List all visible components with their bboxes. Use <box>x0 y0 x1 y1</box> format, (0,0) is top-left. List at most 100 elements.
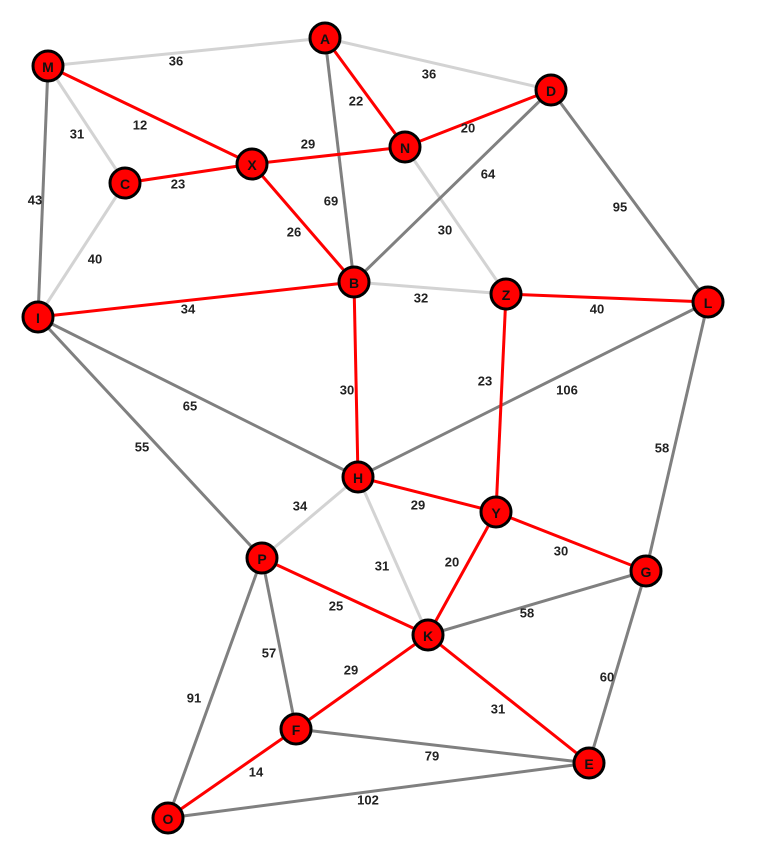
edge-Z-Y <box>494 293 508 513</box>
node-C[interactable]: C <box>108 166 142 200</box>
edge-P-F <box>260 557 298 730</box>
edge-D-L <box>549 89 710 303</box>
edge-weight-H-K: 31 <box>375 559 389 574</box>
edge-weight-N-Z: 30 <box>438 223 452 238</box>
node-label: Y <box>491 505 501 521</box>
edge-weight-Y-G: 30 <box>554 544 568 559</box>
edge-O-E <box>167 761 590 820</box>
edge-weight-B-H: 30 <box>340 383 354 398</box>
node-circle <box>479 495 513 529</box>
node-K[interactable]: K <box>411 618 445 652</box>
node-circle <box>279 712 313 746</box>
edges <box>36 36 710 820</box>
node-circle <box>245 541 279 575</box>
edge-D-B <box>352 88 553 284</box>
node-L[interactable]: L <box>691 285 725 319</box>
node-circle <box>341 460 375 494</box>
edge-weight-Y-K: 20 <box>445 555 459 570</box>
node-H[interactable]: H <box>341 460 375 494</box>
node-D[interactable]: D <box>534 73 568 107</box>
node-circle <box>411 618 445 652</box>
node-label: Z <box>502 287 511 303</box>
node-Y[interactable]: Y <box>479 495 513 529</box>
edge-N-Z <box>403 146 508 295</box>
node-label: X <box>247 157 257 173</box>
edge-weight-D-L: 95 <box>613 200 627 215</box>
edge-K-E <box>427 633 590 765</box>
node-label: H <box>353 470 363 486</box>
edge-weight-M-A: 36 <box>169 54 183 69</box>
edge-weight-I-P: 55 <box>135 440 149 455</box>
edge-I-H <box>37 315 359 479</box>
edge-weight-Z-L: 40 <box>590 302 604 317</box>
edge-Y-K <box>426 511 498 636</box>
edge-weight-A-B: 69 <box>324 194 338 209</box>
edge-H-P <box>261 475 359 560</box>
edge-F-E <box>295 727 590 765</box>
edge-weight-P-K: 25 <box>329 599 343 614</box>
node-Z[interactable]: Z <box>489 277 523 311</box>
node-label: N <box>400 140 410 156</box>
edge-Y-G <box>495 510 647 573</box>
node-F[interactable]: F <box>279 712 313 746</box>
edge-P-O <box>166 557 264 819</box>
edge-A-B <box>323 37 356 283</box>
edge-H-K <box>356 476 430 636</box>
node-circle <box>388 130 422 164</box>
edge-weight-C-I: 40 <box>88 252 102 267</box>
node-label: B <box>349 275 359 291</box>
edge-M-C <box>46 65 127 184</box>
edge-weight-A-D: 36 <box>422 67 436 82</box>
node-A[interactable]: A <box>308 21 342 55</box>
edge-X-B <box>250 163 356 283</box>
edge-H-Y <box>357 475 497 514</box>
edge-B-H <box>352 281 360 478</box>
node-circle <box>572 746 606 780</box>
edge-weight-N-D: 20 <box>461 121 475 136</box>
edge-B-Z <box>353 280 507 296</box>
node-circle <box>21 300 55 334</box>
edge-K-G <box>427 569 647 637</box>
edge-weight-A-N: 22 <box>349 94 363 109</box>
edge-weight-P-F: 57 <box>262 646 276 661</box>
node-label: C <box>120 176 130 192</box>
edge-weight-G-E: 60 <box>600 670 614 685</box>
node-circle <box>489 277 523 311</box>
node-O[interactable]: O <box>151 801 185 835</box>
node-label: K <box>423 628 433 644</box>
edge-I-P <box>36 315 264 560</box>
node-label: E <box>584 756 593 772</box>
node-G[interactable]: G <box>629 554 663 588</box>
node-B[interactable]: B <box>337 265 371 299</box>
edge-P-K <box>261 556 429 637</box>
nodes: A M D N X C B Z L I H Y G P K F E O <box>21 21 725 835</box>
edge-weight-X-B: 26 <box>287 225 301 240</box>
node-E[interactable]: E <box>572 746 606 780</box>
node-circle <box>337 265 371 299</box>
edge-weight-P-O: 91 <box>187 691 201 706</box>
edge-weight-H-P: 34 <box>293 499 308 514</box>
node-circle <box>308 21 342 55</box>
edge-M-X <box>47 64 253 166</box>
edge-weight-X-N: 29 <box>301 137 315 152</box>
edge-weight-F-O: 14 <box>249 765 264 780</box>
node-circle <box>108 166 142 200</box>
edge-G-E <box>587 570 648 764</box>
node-P[interactable]: P <box>245 541 279 575</box>
edge-weight-C-X: 23 <box>171 177 185 192</box>
node-I[interactable]: I <box>21 300 55 334</box>
edge-F-O <box>167 727 297 820</box>
node-X[interactable]: X <box>235 147 269 181</box>
node-N[interactable]: N <box>388 130 422 164</box>
edge-C-X <box>124 162 253 185</box>
edge-N-D <box>404 88 552 149</box>
node-label: M <box>42 59 54 75</box>
edge-weight-M-X: 12 <box>133 118 147 133</box>
edge-weight-K-E: 31 <box>491 702 505 717</box>
edge-weight-K-G: 58 <box>520 606 534 621</box>
node-M[interactable]: M <box>31 49 65 83</box>
node-label: I <box>36 310 40 326</box>
edge-M-I <box>36 65 50 318</box>
